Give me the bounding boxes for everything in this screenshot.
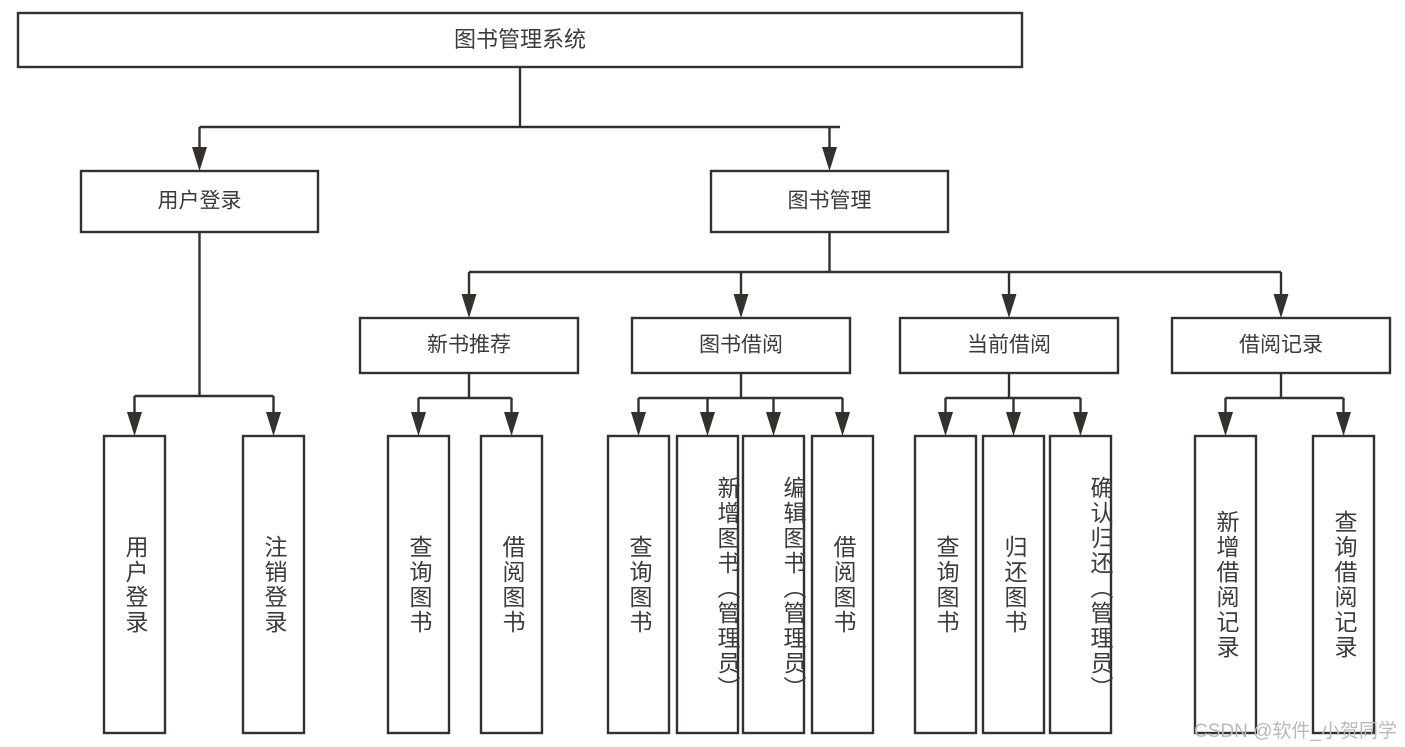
arrowhead-leaf-add-book (700, 412, 715, 436)
leaf-query-book-3-box[interactable] (913, 434, 978, 735)
arrowhead-leaf-edit-book (766, 412, 781, 436)
arrowhead-leaf-logout (266, 412, 281, 436)
leaf-logout-box[interactable] (241, 434, 306, 735)
leaf-add-book-box[interactable] (675, 434, 740, 735)
node-book-manage[interactable]: 图书管理 (709, 169, 950, 234)
node-book-borrow[interactable]: 图书借阅 (630, 316, 852, 375)
node-user-login[interactable]: 用户登录 (79, 169, 320, 234)
leaf-query-record-box[interactable] (1311, 434, 1376, 735)
leaf-query-book-1-box[interactable] (386, 434, 451, 735)
leaf-confirm-return-box[interactable] (1048, 434, 1113, 735)
arrowhead-leaf-return-book (1006, 412, 1021, 436)
connectors (127, 67, 1351, 436)
leaf-add-record-box[interactable] (1193, 434, 1258, 735)
node-borrow-record[interactable]: 借阅记录 (1170, 316, 1392, 375)
arrowhead-user-login (192, 147, 207, 171)
arrowhead-book-manage (822, 147, 837, 171)
arrowhead-new-book-rec (461, 294, 477, 318)
csdn-watermark: CSDN @软件_小贺同学 (1194, 721, 1397, 742)
node-book-manage-box (709, 169, 950, 234)
arrowhead-leaf-borrow-book-1 (504, 412, 519, 436)
node-current-borrow-box (898, 316, 1120, 375)
arrowhead-book-borrow (733, 294, 749, 318)
node-book-borrow-label: 图书借阅 (699, 334, 783, 357)
arrowhead-borrow-record (1273, 294, 1289, 318)
arrowhead-leaf-add-record (1218, 412, 1233, 436)
leaf-borrow-book-2-box[interactable] (810, 434, 875, 735)
leaf-return-book-box[interactable] (981, 434, 1046, 735)
node-new-book-rec[interactable]: 新书推荐 (358, 316, 580, 375)
leaf-edit-book-box[interactable] (741, 434, 806, 735)
node-root-box (16, 11, 1024, 69)
leaf-user-login-box[interactable] (102, 434, 167, 735)
arrowhead-leaf-borrow-book-2 (835, 412, 850, 436)
arrowhead-leaf-query-book-1 (411, 412, 426, 436)
node-current-borrow-label: 当前借阅 (967, 334, 1051, 357)
arrowhead-leaf-query-record (1336, 412, 1351, 436)
leaf-borrow-book-1-box[interactable] (479, 434, 544, 735)
node-new-book-rec-label: 新书推荐 (427, 334, 511, 357)
node-root-label: 图书管理系统 (454, 27, 586, 52)
leaf-query-book-2-box[interactable] (606, 434, 671, 735)
node-new-book-rec-box (358, 316, 580, 375)
arrowhead-leaf-user-login (127, 412, 142, 436)
arrowhead-current-borrow (1001, 294, 1017, 318)
arrowhead-leaf-query-book-2 (631, 412, 646, 436)
node-root[interactable]: 图书管理系统 (16, 11, 1024, 69)
node-book-manage-label: 图书管理 (788, 190, 872, 213)
node-user-login-box (79, 169, 320, 234)
node-borrow-record-label: 借阅记录 (1239, 334, 1323, 357)
node-borrow-record-box (1170, 316, 1392, 375)
node-user-login-label: 用户登录 (158, 190, 242, 213)
arrowhead-leaf-confirm-return (1073, 412, 1088, 436)
arrowhead-leaf-query-book-3 (938, 412, 953, 436)
node-book-borrow-box (630, 316, 852, 375)
leaf-boxes (102, 434, 1376, 735)
node-current-borrow[interactable]: 当前借阅 (898, 316, 1120, 375)
